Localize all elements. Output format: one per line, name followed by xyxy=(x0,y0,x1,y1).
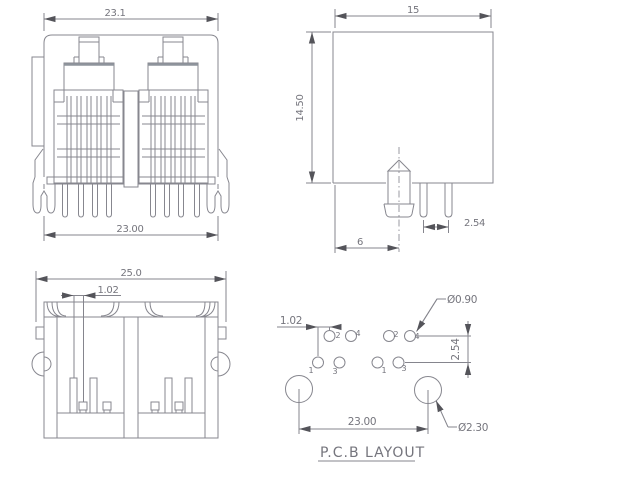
side-body-outline xyxy=(332,31,494,184)
pcb-hole-right-pin4 xyxy=(404,330,416,342)
front-latch-tab-right xyxy=(157,36,189,64)
pcb-hole-right-pin2 xyxy=(383,330,395,342)
front-contacts-right xyxy=(150,96,196,183)
pcb-pin-label: 1 xyxy=(308,366,313,375)
pcb-hole-right-pin3 xyxy=(392,356,405,369)
top-right-bump xyxy=(210,351,231,377)
pcb-hole-left-pin3 xyxy=(333,356,346,369)
top-left-tab xyxy=(35,326,45,340)
side-view: 15 14.50 2.54 6 xyxy=(295,5,494,253)
pcb-pin-label: 2 xyxy=(393,330,398,339)
top-inner-pins xyxy=(69,377,193,414)
front-contacts-left xyxy=(66,96,112,183)
front-solder-pins xyxy=(62,184,200,218)
pcb-dim-hole-span: 23.00 xyxy=(348,416,377,428)
front-right-leg xyxy=(206,176,230,214)
pcb-hole-left-pin1 xyxy=(312,356,324,369)
pcb-hole-left-pin4 xyxy=(345,330,357,342)
pcb-pin-label: 4 xyxy=(355,329,360,338)
top-corner-arcs xyxy=(46,301,216,318)
front-latch-tab-left xyxy=(73,36,105,64)
pcb-dim-pin-stagger: 1.02 xyxy=(280,315,302,327)
pcb-label-large-hole: Ø2.30 xyxy=(458,422,488,434)
pcb-hole-right-pin1 xyxy=(371,356,384,369)
pcb-pin-label: 3 xyxy=(401,364,406,373)
top-view: 25.0 1.02 xyxy=(31,268,231,439)
front-right-wing xyxy=(218,148,228,177)
front-view: 23.1 23.00 xyxy=(31,8,230,241)
pcb-pin-label: 1 xyxy=(381,366,386,375)
front-port-opening-left xyxy=(53,89,124,184)
pcb-hole-left-pin2 xyxy=(323,330,336,342)
top-left-bump xyxy=(31,351,52,377)
side-pins xyxy=(419,183,453,218)
side-dim-peg-offset: 6 xyxy=(357,237,363,248)
front-left-leg xyxy=(32,176,56,214)
pcb-pin-label: 3 xyxy=(332,367,337,376)
front-left-wing xyxy=(34,148,44,177)
front-dim-width-bottom: 23.00 xyxy=(116,224,143,235)
front-latch-block-left xyxy=(63,62,115,91)
top-right-tab xyxy=(217,326,227,340)
pcb-dim-row-pitch: 2.54 xyxy=(450,338,462,361)
side-dim-pin-pitch: 2.54 xyxy=(464,218,485,229)
side-dim-height: 14.50 xyxy=(295,94,306,121)
side-dim-width: 15 xyxy=(407,5,419,16)
pcb-layout-view: 2 4 1 3 2 4 1 3 23.00 1.02 2.54 Ø0.90 Ø2… xyxy=(277,294,488,462)
top-dim-width: 25.0 xyxy=(120,268,141,279)
pcb-label-small-hole: Ø0.90 xyxy=(447,294,477,306)
front-port-opening-right xyxy=(138,89,209,184)
side-snap-peg xyxy=(383,159,415,218)
top-dim-pin-stagger: 1.02 xyxy=(97,285,118,296)
top-body-outline xyxy=(43,301,219,439)
front-latch-block-right xyxy=(147,62,199,91)
front-dim-width-top: 23.1 xyxy=(104,8,125,19)
front-side-plate xyxy=(31,56,45,147)
front-center-divider xyxy=(123,90,139,188)
front-body-outline xyxy=(43,34,219,177)
top-inner-walls xyxy=(56,317,206,438)
pcb-layout-title: P.C.B LAYOUT xyxy=(320,445,425,461)
pcb-pin-label: 2 xyxy=(335,331,340,340)
